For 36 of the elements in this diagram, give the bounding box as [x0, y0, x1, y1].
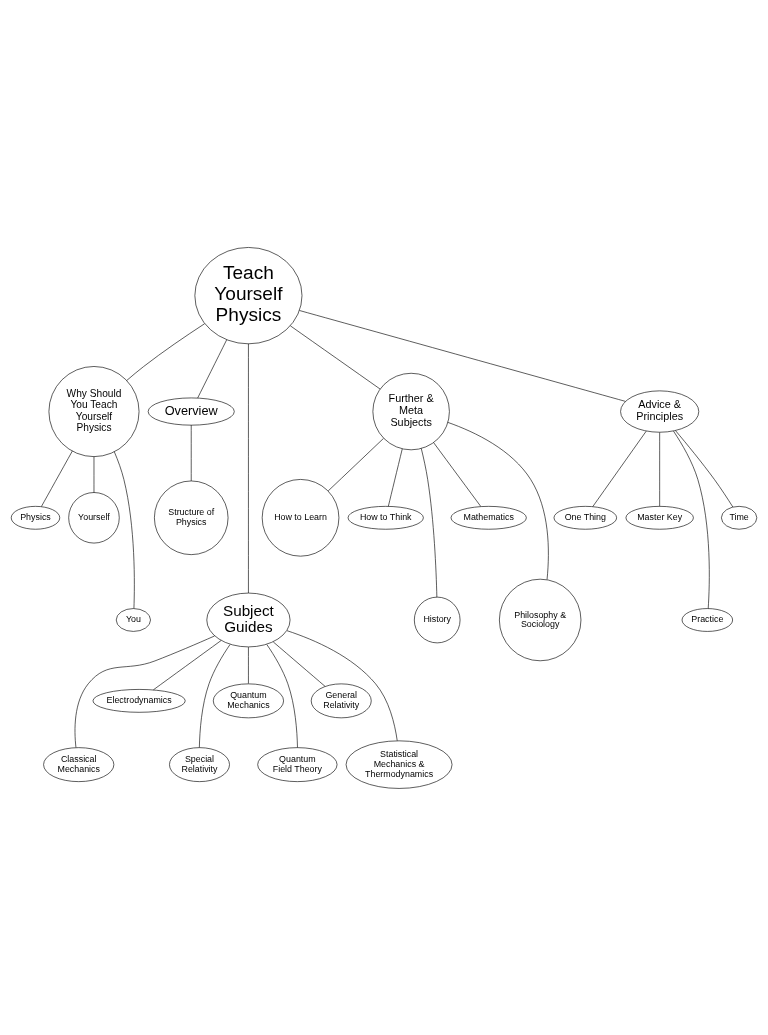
connector [675, 429, 734, 507]
connector [248, 342, 249, 593]
node-ellipse: Mathematics [450, 505, 527, 530]
node-ellipse: Statistical Mechanics & Thermodynamics [345, 740, 453, 789]
node-ellipse: Overview [147, 397, 235, 425]
node-ellipse: Teach Yourself Physics [194, 246, 303, 344]
node-ellipse: Master Key [625, 505, 694, 530]
node-circle: Why Should You Teach Yourself Physics [48, 365, 140, 457]
node-ellipse: Subject Guides [206, 592, 291, 647]
node-ellipse: Quantum Mechanics [212, 683, 284, 718]
connector [113, 450, 135, 609]
node-ellipse: One Thing [553, 505, 617, 530]
node-ellipse: Time [721, 505, 758, 530]
connector [74, 635, 215, 748]
node-circle: Yourself [68, 491, 120, 543]
node-ellipse: You [115, 607, 151, 632]
node-circle: Philosophy & Sociology [499, 578, 582, 661]
node-ellipse: Physics [10, 505, 61, 530]
node-ellipse: Advice & Principles [620, 390, 700, 433]
node-ellipse: Special Relativity [169, 746, 230, 782]
node-ellipse: How to Think [347, 505, 424, 530]
connector [93, 455, 95, 493]
node-circle: How to Learn [261, 478, 340, 556]
node-circle: History [414, 596, 461, 643]
node-circle: Structure of Physics [154, 480, 229, 555]
node-circle: Further & Meta Subjects [372, 372, 450, 450]
connector [266, 643, 298, 748]
node-ellipse: Quantum Field Theory [257, 746, 338, 782]
connector [433, 441, 481, 507]
connector [420, 447, 438, 597]
node-ellipse: Electrodynamics [92, 688, 186, 713]
connector [673, 430, 710, 609]
node-ellipse: Practice [681, 607, 733, 632]
node-ellipse: General Relativity [310, 683, 372, 718]
node-ellipse: Classical Mechanics [43, 746, 115, 782]
connector [126, 322, 205, 381]
